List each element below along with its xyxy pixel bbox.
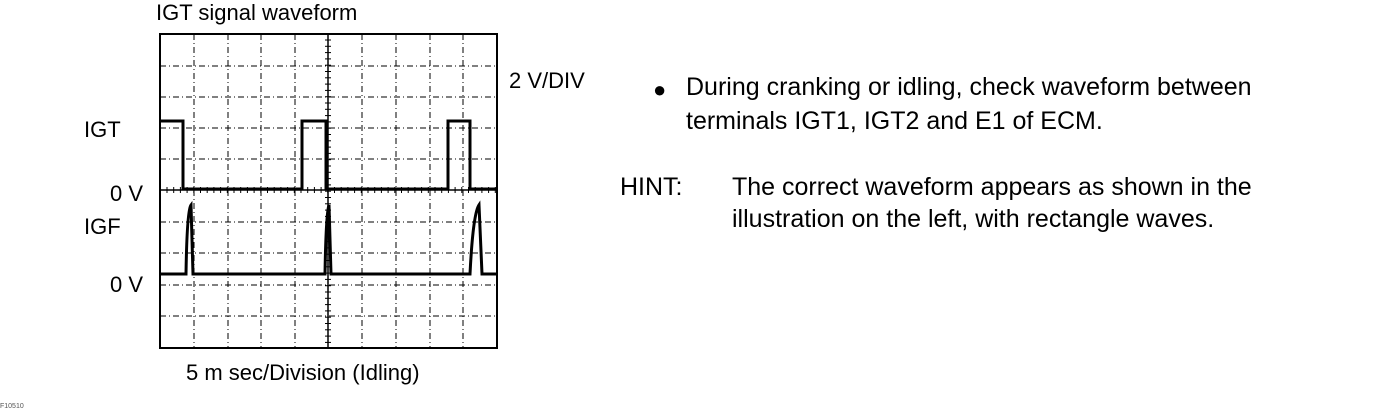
check-line-2: terminals IGT1, IGT2 and E1 of ECM. bbox=[686, 107, 1103, 135]
igt-channel-label: IGT bbox=[84, 117, 121, 142]
figure-code: F10510 bbox=[0, 403, 24, 410]
bullet-icon: ● bbox=[653, 77, 667, 102]
check-line-1: During cranking or idling, check wavefor… bbox=[686, 73, 1252, 101]
igf-waveform bbox=[160, 200, 497, 276]
time-scale-label: 5 m sec/Division (Idling) bbox=[186, 360, 420, 385]
igf-channel-label: IGF bbox=[84, 214, 121, 239]
diagram-title: IGT signal waveform bbox=[156, 0, 358, 25]
horizontal-gridlines bbox=[160, 65, 497, 317]
axis-ticks bbox=[166, 39, 496, 343]
vertical-gridlines bbox=[193, 34, 464, 348]
igt-zero-label: 0 V bbox=[110, 181, 144, 206]
hint-line-1: The correct waveform appears as shown in… bbox=[732, 173, 1252, 201]
igf-zero-label: 0 V bbox=[110, 272, 144, 297]
igt-waveform bbox=[160, 119, 497, 191]
volt-scale-label: 2 V/DIV bbox=[509, 68, 585, 93]
hint-label: HINT: bbox=[620, 173, 683, 201]
hint-line-2: illustration on the left, with rectangle… bbox=[732, 205, 1215, 233]
